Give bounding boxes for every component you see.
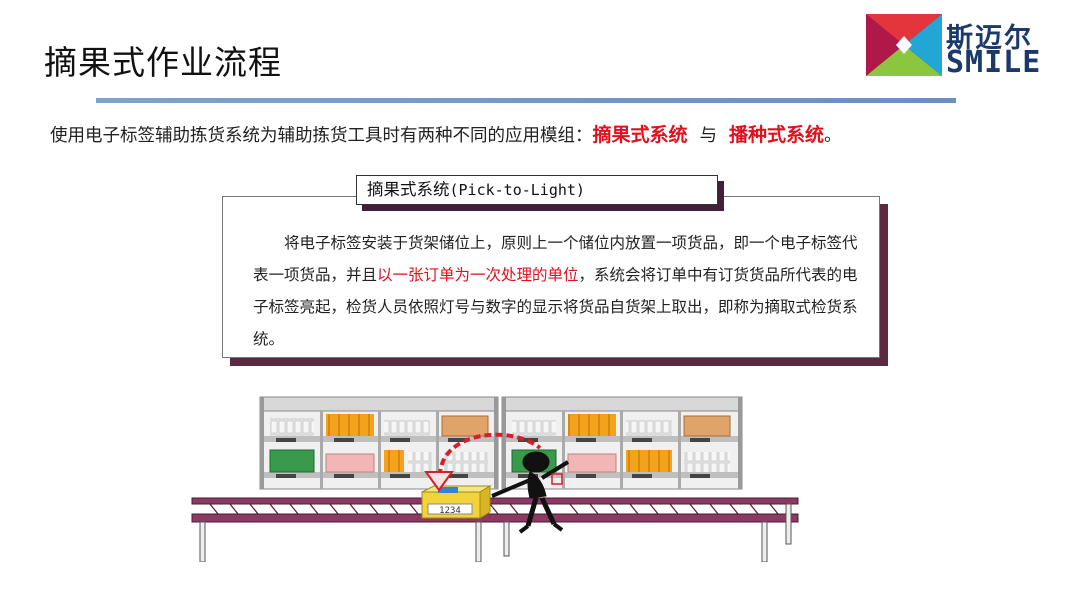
pick-to-light-illustration: 1234 (191, 396, 799, 562)
shelf-unit-right (501, 396, 743, 490)
box-label: 摘果式系统(Pick-to-Light) (356, 175, 718, 205)
intro-end: 。 (824, 126, 842, 146)
tote-box-number: 1234 (439, 506, 461, 516)
logo-text-en: SMILE (946, 45, 1042, 80)
order-tote-box: 1234 (421, 485, 492, 519)
pick-arrow-icon (424, 432, 542, 492)
description-part2: ，系统会将订单中有订货货品所代表的电子标签亮起，检货人员依照灯号与数字的显示将货… (253, 266, 858, 348)
description-text: 将电子标签安装于货架储位上，原则上一个储位内放置一项货品，即一个电子标签代表一项… (253, 227, 863, 355)
picker-worker-icon (491, 451, 570, 534)
logo-mark-icon (866, 14, 942, 76)
box-label-en: (Pick-to-Light) (449, 181, 585, 199)
intro-text: 使用电子标签辅助拣货系统为辅助拣货工具时有两种不同的应用模组：摘果式系统与播种式… (50, 120, 842, 147)
conveyor-belt (191, 497, 799, 562)
page-title: 摘果式作业流程 (44, 43, 282, 82)
box-label-cn: 摘果式系统 (367, 180, 450, 199)
logo-text-cn: 斯迈尔 (946, 23, 1033, 54)
intro-connector: 与 (699, 126, 718, 146)
description-part1: 将电子标签安装于货架储位上，原则上一个储位内放置一项货品，即一个电子标签代表一项… (253, 234, 858, 284)
description-highlight: 以一张订单为一次处理的单位 (377, 266, 579, 284)
intro-option-sow: 播种式系统 (729, 124, 825, 146)
intro-sentence: 使用电子标签辅助拣货系统为辅助拣货工具时有两种不同的应用模组： (50, 126, 593, 146)
description-box: 将电子标签安装于货架储位上，原则上一个储位内放置一项货品，即一个电子标签代表一项… (222, 196, 880, 358)
smile-logo: 斯迈尔 SMILE (866, 14, 1048, 80)
shelf-unit-left (259, 396, 499, 490)
title-divider (96, 98, 956, 103)
intro-option-pick: 摘果式系统 (592, 124, 688, 146)
